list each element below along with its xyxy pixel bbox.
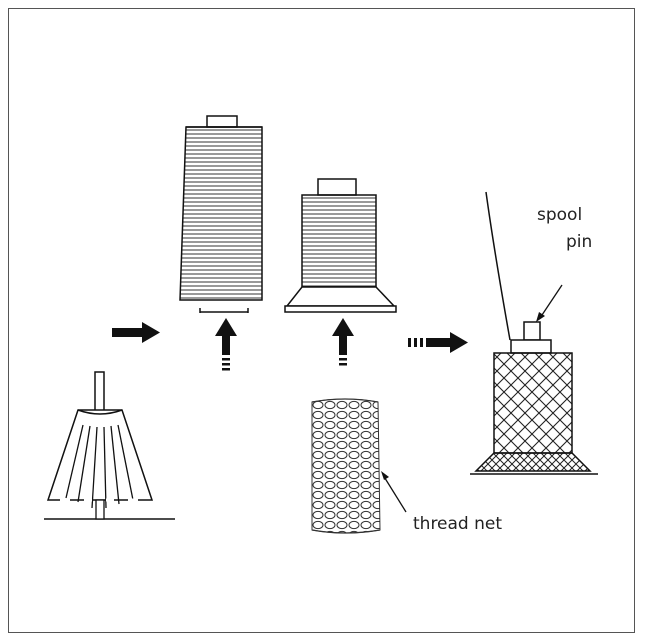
arrow-right-icon	[112, 322, 160, 343]
thread-net-pointer	[382, 474, 407, 513]
pointer-arrowhead-icon	[381, 471, 389, 480]
spool-cap-holder	[44, 371, 175, 520]
tall-thread-spool	[179, 115, 263, 313]
label-thread-net: thread net	[413, 514, 503, 534]
label-spool: spool	[537, 205, 583, 225]
spool-pin-pointer	[539, 284, 563, 319]
thread-net	[311, 398, 381, 534]
short-thread-spool	[284, 178, 397, 313]
pointer-arrowhead-icon	[536, 312, 545, 322]
arrow-up-icon	[215, 318, 237, 371]
arrow-up-icon	[332, 318, 354, 366]
netted-spool-on-pin	[470, 191, 598, 475]
arrow-right-icon	[408, 332, 468, 353]
label-pin: pin	[566, 232, 593, 252]
